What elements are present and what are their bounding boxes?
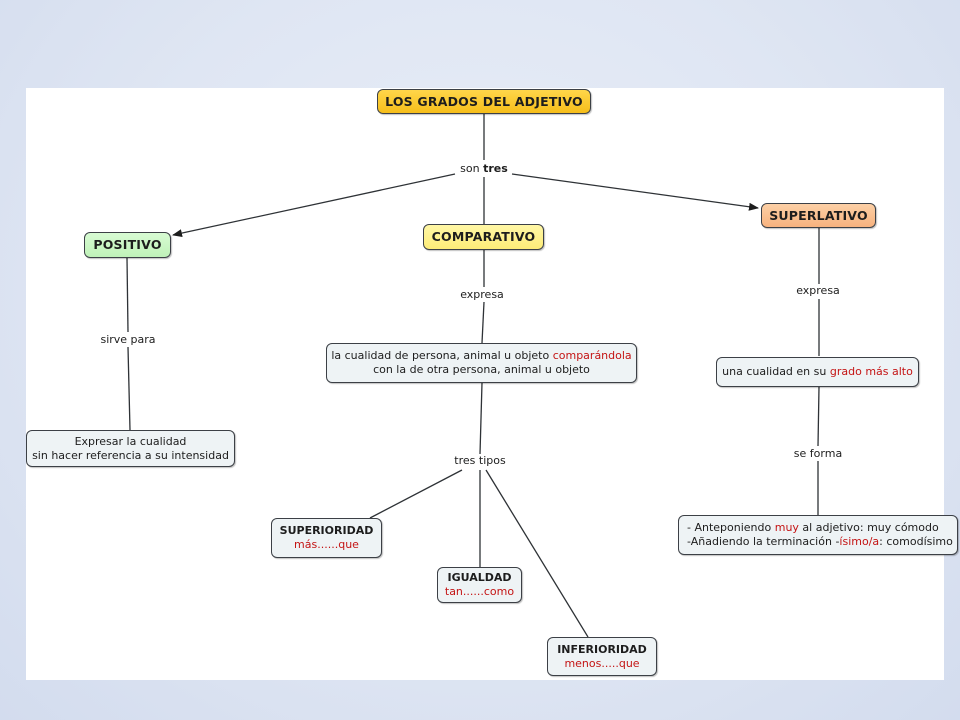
comparativo-description: la cualidad de persona, animal u objeto … [326, 343, 637, 383]
line-desc-trestipos [479, 382, 483, 455]
inferioridad-node: INFERIORIDAD menos.....que [547, 637, 657, 676]
positivo-node: POSITIVO [84, 232, 171, 258]
superlativo-node: SUPERLATIVO [761, 203, 876, 228]
title-node: LOS GRADOS DEL ADJETIVO [377, 89, 591, 114]
superlativo-description: una cualidad en su grado más alto [716, 357, 919, 387]
line-sirve-desc [127, 346, 131, 431]
line-to-superioridad [369, 469, 463, 519]
link-expresa-comparativo: expresa [457, 288, 507, 302]
link-expresa-superlativo: expresa [793, 284, 843, 298]
line-to-inferioridad [485, 469, 589, 638]
arrow-to-positivo [172, 173, 456, 238]
superioridad-node: SUPERIORIDAD más......que [271, 518, 382, 558]
positivo-description: Expresar la cualidad sin hacer referenci… [26, 430, 235, 467]
link-son-tres: son tres [457, 162, 511, 176]
line-positivo-sirve [126, 257, 129, 333]
line-expresa-desc [481, 301, 485, 344]
comparativo-node: COMPARATIVO [423, 224, 544, 250]
link-sirve-para: sirve para [97, 333, 159, 347]
link-tres-tipos: tres tipos [451, 454, 509, 468]
igualdad-node: IGUALDAD tan......como [437, 567, 522, 603]
line-supdesc-seforma [817, 386, 820, 447]
superlativo-formation: - Anteponiendo muy al adjetivo: muy cómo… [678, 515, 958, 555]
link-se-forma: se forma [790, 447, 846, 461]
title-text: LOS GRADOS DEL ADJETIVO [385, 93, 583, 109]
arrow-to-superlativo [511, 173, 759, 211]
